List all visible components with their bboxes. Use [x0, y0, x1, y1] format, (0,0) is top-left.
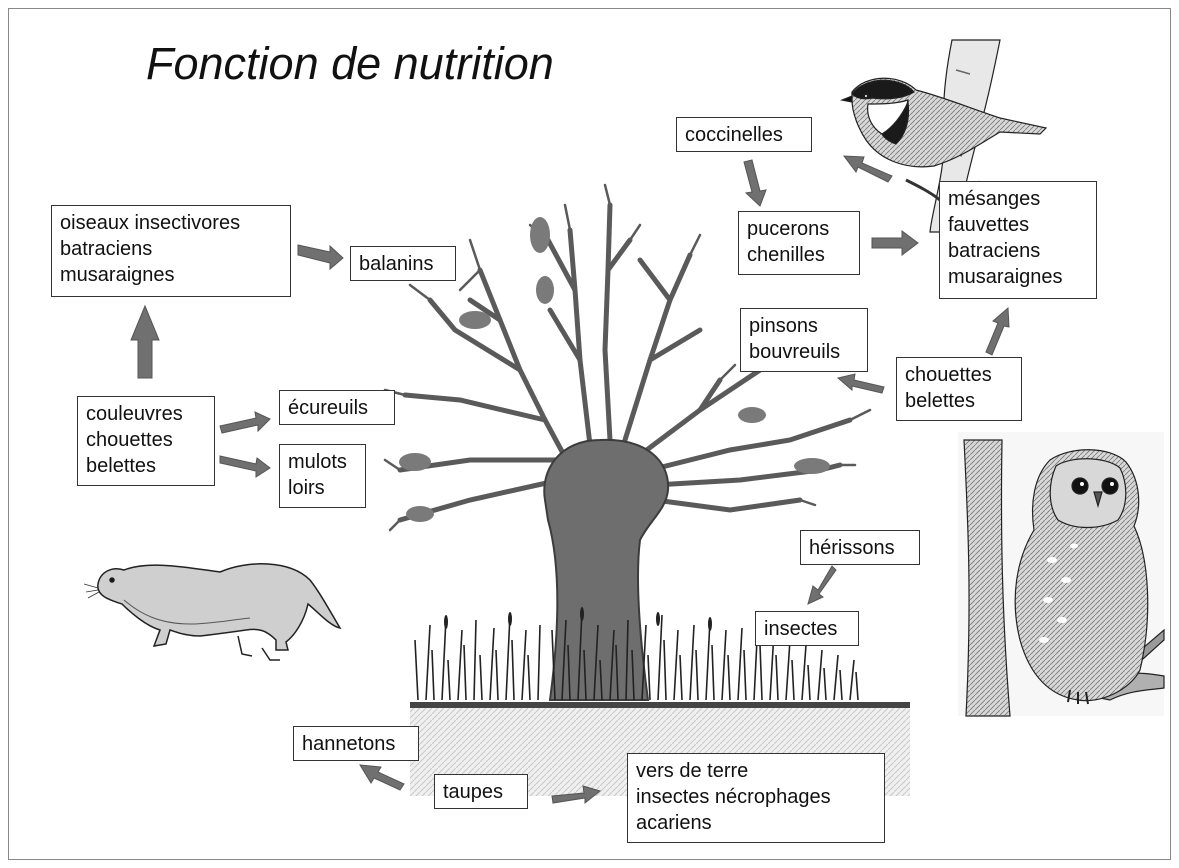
- box-line: mésanges: [948, 186, 1088, 212]
- arrow-coccinelles: [744, 160, 766, 206]
- box-line: belettes: [86, 453, 206, 479]
- box-line: couleuvres: [86, 401, 206, 427]
- box-line: insectes nécrophages: [636, 784, 876, 810]
- tawny-owl-illustration: [958, 432, 1164, 716]
- box-line: batraciens: [948, 238, 1088, 264]
- arrow-balanins: [298, 245, 343, 269]
- box-line: acariens: [636, 810, 876, 836]
- arrow-pinsons: [838, 374, 884, 393]
- box-line: belettes: [905, 388, 1013, 414]
- box-line: loirs: [288, 475, 357, 501]
- box-insectes: insectes: [755, 611, 859, 646]
- box-line: bouvreuils: [749, 339, 859, 365]
- box-mesanges: mésanges fauvettes batraciens musaraigne…: [939, 181, 1097, 299]
- box-oiseaux-insectivores: oiseaux insectivores batraciens musaraig…: [51, 205, 291, 297]
- box-line: hannetons: [302, 731, 410, 757]
- box-balanins: balanins: [350, 246, 456, 281]
- box-line: taupes: [443, 779, 519, 805]
- ground-line: [410, 702, 910, 708]
- weasel-illustration: [84, 564, 340, 660]
- box-mulots: mulots loirs: [279, 444, 366, 508]
- arrow-mulots: [220, 456, 270, 477]
- box-line: mulots: [288, 449, 357, 475]
- box-line: pinsons: [749, 313, 859, 339]
- box-taupes: taupes: [434, 774, 528, 809]
- arrow-pucerons: [872, 231, 918, 255]
- arrow-ecureuils: [220, 412, 270, 433]
- box-line: balanins: [359, 251, 447, 277]
- box-couleuvres: couleuvres chouettes belettes: [77, 396, 215, 486]
- arrow-hannetons: [360, 765, 404, 790]
- box-line: écureuils: [288, 395, 386, 421]
- box-line: chenilles: [747, 242, 851, 268]
- box-line: chouettes: [86, 427, 206, 453]
- box-line: coccinelles: [685, 122, 803, 148]
- box-line: chouettes: [905, 362, 1013, 388]
- box-pucerons: pucerons chenilles: [738, 211, 860, 275]
- box-line: batraciens: [60, 236, 282, 262]
- box-pinsons: pinsons bouvreuils: [740, 308, 868, 372]
- box-line: fauvettes: [948, 212, 1088, 238]
- arrow-chouettes-up: [986, 308, 1009, 355]
- box-line: vers de terre: [636, 758, 876, 784]
- box-line: musaraignes: [60, 262, 282, 288]
- box-coccinelles: coccinelles: [676, 117, 812, 152]
- box-line: pucerons: [747, 216, 851, 242]
- box-herissons: hérissons: [800, 530, 920, 565]
- arrow-to-bird: [844, 156, 892, 182]
- box-line: oiseaux insectivores: [60, 210, 282, 236]
- box-line: hérissons: [809, 535, 911, 561]
- box-chouettes: chouettes belettes: [896, 357, 1022, 421]
- box-vers-de-terre: vers de terre insectes nécrophages acari…: [627, 753, 885, 843]
- box-line: musaraignes: [948, 264, 1088, 290]
- box-ecureuils: écureuils: [279, 390, 395, 425]
- box-line: insectes: [764, 616, 850, 642]
- box-hannetons: hannetons: [293, 726, 419, 761]
- arrow-couleuvres-up: [131, 306, 159, 378]
- arrow-herissons: [808, 566, 836, 604]
- diagram-title: Fonction de nutrition: [146, 38, 554, 90]
